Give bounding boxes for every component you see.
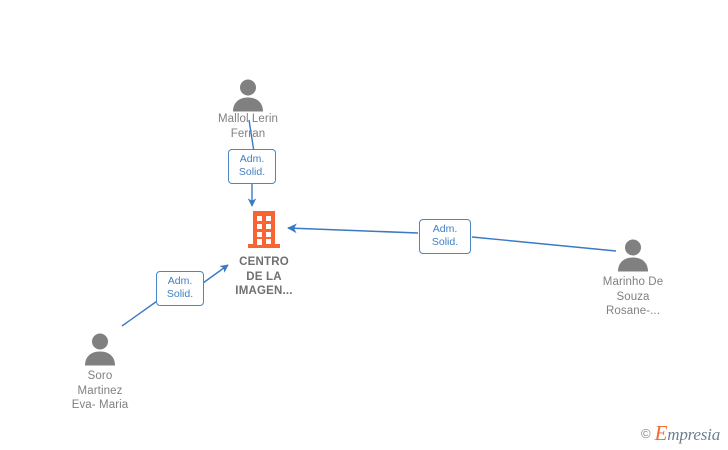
node-label: Soro Martinez Eva- Maria — [71, 370, 129, 411]
node-person-marinho-de-souza-rosane[interactable]: Marinho De Souza Rosane-... — [573, 238, 693, 319]
person-icon — [40, 332, 160, 366]
person-icon — [573, 238, 693, 272]
brand-rest: mpresia — [667, 425, 720, 444]
copyright-symbol: © — [641, 426, 651, 441]
edge-label-adm-solid-left[interactable]: Adm. Solid. — [156, 271, 204, 306]
node-person-mallol-lerin-ferran[interactable]: Mallol Lerin Ferran — [188, 44, 308, 141]
edge-line-left-outer — [121, 298, 161, 327]
edge-label-adm-solid-right[interactable]: Adm. Solid. — [419, 219, 471, 254]
brand-name: Empresia — [654, 421, 721, 445]
node-label: Mallol Lerin Ferran — [217, 113, 278, 140]
node-company-centro-de-la-imagen[interactable]: CENTRO DE LA IMAGEN... — [204, 208, 324, 299]
empresia-watermark: © Empresia — [641, 423, 720, 444]
brand-initial: E — [654, 421, 668, 445]
person-icon — [188, 78, 308, 112]
edge-label-adm-solid-top[interactable]: Adm. Solid. — [228, 149, 276, 184]
node-label: CENTRO DE LA IMAGEN... — [235, 256, 293, 297]
node-person-soro-martinez-eva-maria[interactable]: Soro Martinez Eva- Maria — [40, 332, 160, 413]
building-icon — [204, 208, 324, 252]
node-label: Marinho De Souza Rosane-... — [602, 276, 664, 317]
